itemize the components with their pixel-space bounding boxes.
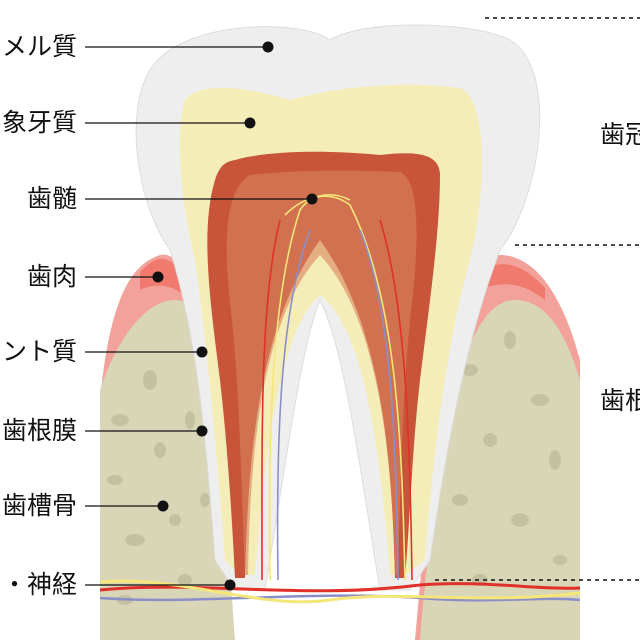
dentin-marker: [244, 117, 256, 129]
region-label-crown: 歯冠: [600, 122, 640, 147]
periodontal-ligament-marker: [196, 425, 208, 437]
alveolar-bone-marker: [157, 500, 169, 512]
region-label-root-text: 歯根: [600, 388, 640, 413]
gum-marker: [152, 271, 164, 283]
label-gum: 歯肉: [27, 262, 78, 291]
label-dentin: 象牙質: [2, 108, 78, 137]
label-cementum: ント質: [2, 337, 78, 366]
region-label-crown-text: 歯冠: [600, 122, 640, 147]
label-pulp: 歯髄: [27, 184, 78, 213]
enamel-marker: [262, 41, 274, 53]
pulp-inner: [226, 170, 417, 575]
pulp-marker: [306, 193, 318, 205]
bone-texture: [107, 331, 567, 605]
region-label-root: 歯根: [600, 388, 640, 413]
region-dividers: [435, 17, 640, 581]
label-periodontal-ligament: 歯根膜: [2, 416, 78, 445]
vessels-nerves-marker: [224, 579, 236, 591]
label-enamel: メル質: [2, 32, 78, 61]
cementum-marker: [196, 346, 208, 358]
label-alveolar-bone: 歯槽骨: [2, 491, 78, 520]
pulp-vessels: [261, 194, 413, 581]
label-vessels-nerves: ・神経: [2, 570, 78, 599]
leader-dots: [152, 41, 318, 591]
leader-lines: [85, 46, 312, 586]
